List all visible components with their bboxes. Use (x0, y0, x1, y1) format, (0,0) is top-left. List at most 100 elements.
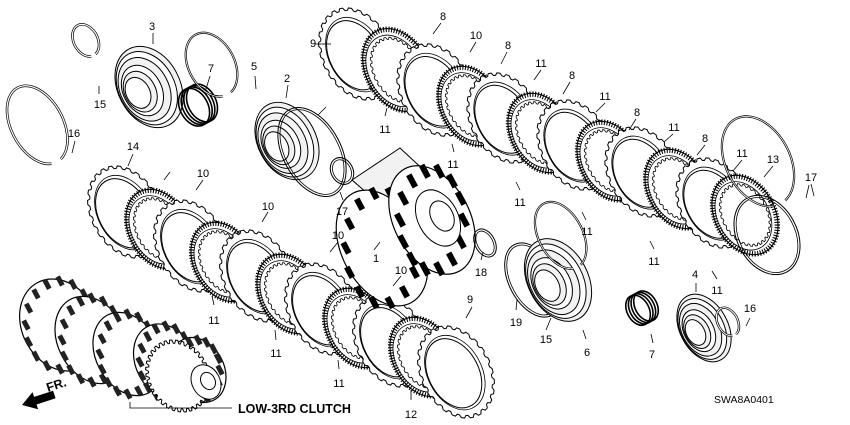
callout-number: 10 (332, 230, 344, 242)
leader-line (805, 184, 810, 199)
leader-line (562, 81, 571, 95)
callout-number: 7 (649, 349, 655, 361)
leader-line (465, 306, 473, 319)
leader-line (515, 181, 521, 191)
callout-number: 7 (208, 63, 214, 75)
callout-number: 2 (284, 73, 290, 85)
callout-number: 12 (405, 409, 417, 421)
leader-line (285, 84, 289, 99)
piston-14 (523, 238, 593, 322)
leader-line (732, 159, 743, 172)
leader-line (329, 241, 339, 253)
callout-number: 8 (634, 107, 640, 119)
o-ring-17 (329, 157, 355, 185)
callout-number: 17 (805, 172, 817, 184)
leader-line (663, 133, 674, 143)
leader-line (392, 275, 402, 287)
leader-line (650, 333, 654, 344)
callout-number: 11 (208, 315, 219, 327)
leader-line (163, 171, 171, 181)
leader-line (595, 102, 606, 113)
return-spring (624, 290, 660, 327)
callout-number: 10 (197, 168, 209, 180)
snap-ring (715, 306, 741, 337)
callout-number: 15 (94, 99, 106, 111)
callout-number: 16 (68, 128, 80, 140)
leader-line (71, 140, 76, 154)
callout-number: 14 (127, 141, 139, 153)
callout-number: 8 (702, 133, 708, 145)
callout-number: 9 (310, 38, 316, 50)
leader-line (254, 75, 257, 90)
callout-number: 10 (262, 201, 274, 213)
direction-label: FR. (45, 375, 68, 395)
leader-line (127, 153, 134, 167)
callout-number: 8 (440, 11, 446, 23)
front-arrow-icon (22, 390, 56, 410)
leader-line (515, 299, 518, 311)
clutch-drum (335, 147, 476, 310)
snap-ring (71, 23, 101, 58)
callout-number: 17 (336, 206, 348, 218)
leader-line (649, 240, 655, 250)
leader-line (432, 22, 442, 35)
callout-number: 8 (569, 70, 575, 82)
leader-line (274, 329, 277, 341)
snap-ring (184, 31, 239, 98)
o-ring-17b (473, 228, 497, 258)
callout-number: 10 (470, 30, 482, 42)
piston-2 (254, 101, 320, 181)
leader-line (581, 211, 587, 221)
leader-line (745, 317, 751, 327)
leader-line (317, 106, 327, 116)
callout-number: 10 (395, 265, 407, 277)
snap-ring (5, 84, 69, 166)
callout-number: 11 (379, 124, 390, 136)
callout-number: 5 (251, 61, 257, 73)
callout-number: 19 (510, 317, 522, 329)
snap-ring (720, 115, 796, 208)
leader-line (205, 75, 211, 90)
callout-number: 6 (584, 347, 590, 359)
callout-number: 11 (447, 159, 458, 171)
leader-line (339, 191, 344, 201)
callout-number: 11 (535, 58, 546, 70)
piston-4 (676, 293, 732, 363)
leader-line (195, 179, 204, 191)
leader-line (628, 118, 637, 131)
callout-number: 11 (581, 226, 592, 238)
leader-line (711, 270, 718, 280)
callout-number: 11 (736, 148, 747, 160)
callout-number: 15 (540, 334, 552, 346)
leader-line (451, 143, 455, 153)
callout-number: 9 (467, 294, 473, 306)
leader-line (582, 329, 587, 340)
callout-number: 11 (668, 122, 679, 134)
leader-line (480, 251, 484, 261)
callout-number: 18 (475, 267, 487, 279)
leader-line (373, 241, 381, 251)
callout-number: 11 (648, 256, 659, 268)
leader-line (763, 165, 774, 178)
callout-number: 8 (505, 40, 511, 52)
snap-ring (533, 200, 588, 270)
leader-line (810, 183, 815, 197)
leader-line (533, 69, 542, 81)
callout-number: 11 (514, 197, 525, 209)
leader-line (500, 51, 508, 65)
callout-number: 4 (692, 269, 698, 281)
leader-line (384, 107, 388, 117)
callout-number: 11 (599, 91, 610, 103)
piston-3 (114, 45, 184, 129)
callout-number: 3 (149, 21, 155, 33)
leader-line (469, 41, 477, 53)
callout-number: 11 (711, 285, 722, 297)
callout-number: 13 (767, 154, 779, 166)
leader-line (211, 295, 215, 306)
callout-number: 16 (744, 303, 756, 315)
leader-line (337, 359, 340, 370)
leader-line (696, 144, 706, 156)
leader-line (261, 211, 269, 223)
